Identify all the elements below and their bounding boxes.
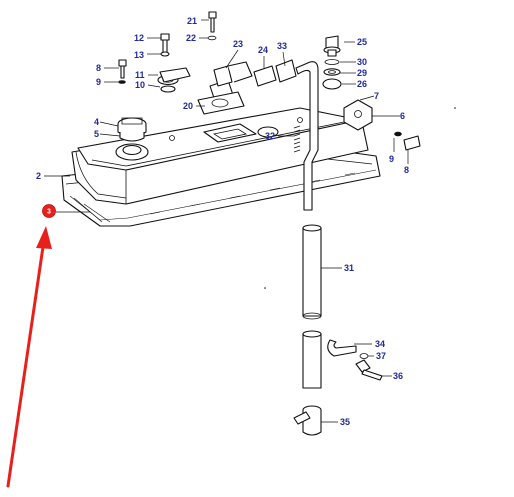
valve-cover bbox=[61, 107, 381, 227]
callout-23: 23 bbox=[233, 39, 243, 49]
callout-12: 12 bbox=[134, 33, 144, 43]
callout-29: 29 bbox=[357, 68, 367, 78]
highlight-marker bbox=[42, 204, 56, 218]
callout-6: 6 bbox=[400, 111, 405, 121]
callout-37: 37 bbox=[376, 351, 386, 361]
callout-20: 20 bbox=[183, 101, 193, 111]
callout-13: 13 bbox=[134, 50, 144, 60]
callout-5: 5 bbox=[94, 129, 99, 139]
callout-34: 34 bbox=[375, 339, 385, 349]
spring bbox=[293, 125, 301, 153]
callout-22: 22 bbox=[186, 33, 196, 43]
highlight-marker-label: 3 bbox=[47, 209, 51, 216]
callout-31: 31 bbox=[344, 263, 354, 273]
callout-9-right: 9 bbox=[389, 154, 394, 164]
callout-32: 32 bbox=[265, 131, 275, 141]
breather-pipe bbox=[295, 61, 322, 389]
bolt-assembly-left bbox=[157, 33, 191, 93]
callout-7: 7 bbox=[374, 91, 379, 101]
callout-4: 4 bbox=[94, 117, 99, 127]
callout-8-left: 8 bbox=[96, 63, 101, 73]
callout-26: 26 bbox=[357, 79, 367, 89]
callout-35: 35 bbox=[340, 417, 350, 427]
bolt-8-right bbox=[394, 131, 421, 151]
bolt-21 bbox=[207, 11, 217, 41]
callout-8-right: 8 bbox=[404, 165, 409, 175]
oil-cap-right bbox=[322, 35, 342, 90]
red-arrow-head bbox=[36, 226, 52, 249]
callout-2: 2 bbox=[36, 171, 41, 181]
pipe-clip bbox=[327, 339, 383, 381]
stray-dot bbox=[264, 287, 266, 289]
callout-30: 30 bbox=[357, 57, 367, 67]
callout-36: 36 bbox=[393, 371, 403, 381]
red-arrow-shaft bbox=[6, 238, 46, 488]
breather-elbow bbox=[197, 59, 297, 115]
leader-lines bbox=[44, 19, 409, 423]
filler-cap bbox=[117, 117, 147, 142]
callout-24: 24 bbox=[258, 45, 268, 55]
callout-21: 21 bbox=[187, 16, 197, 26]
bracket-7 bbox=[343, 99, 373, 131]
callout-10: 10 bbox=[135, 80, 145, 90]
callout-9-left: 9 bbox=[96, 77, 101, 87]
bolt-8-left bbox=[118, 59, 127, 84]
callout-11: 11 bbox=[135, 70, 145, 80]
stray-dot bbox=[454, 107, 456, 109]
callout-33: 33 bbox=[277, 41, 287, 51]
callout-25: 25 bbox=[357, 37, 367, 47]
callout-labels: 21 12 22 13 23 24 33 25 8 9 11 10 30 29 … bbox=[36, 16, 409, 427]
highlight-pointer: 3 bbox=[6, 204, 56, 488]
pipe-fitting bbox=[293, 405, 322, 436]
